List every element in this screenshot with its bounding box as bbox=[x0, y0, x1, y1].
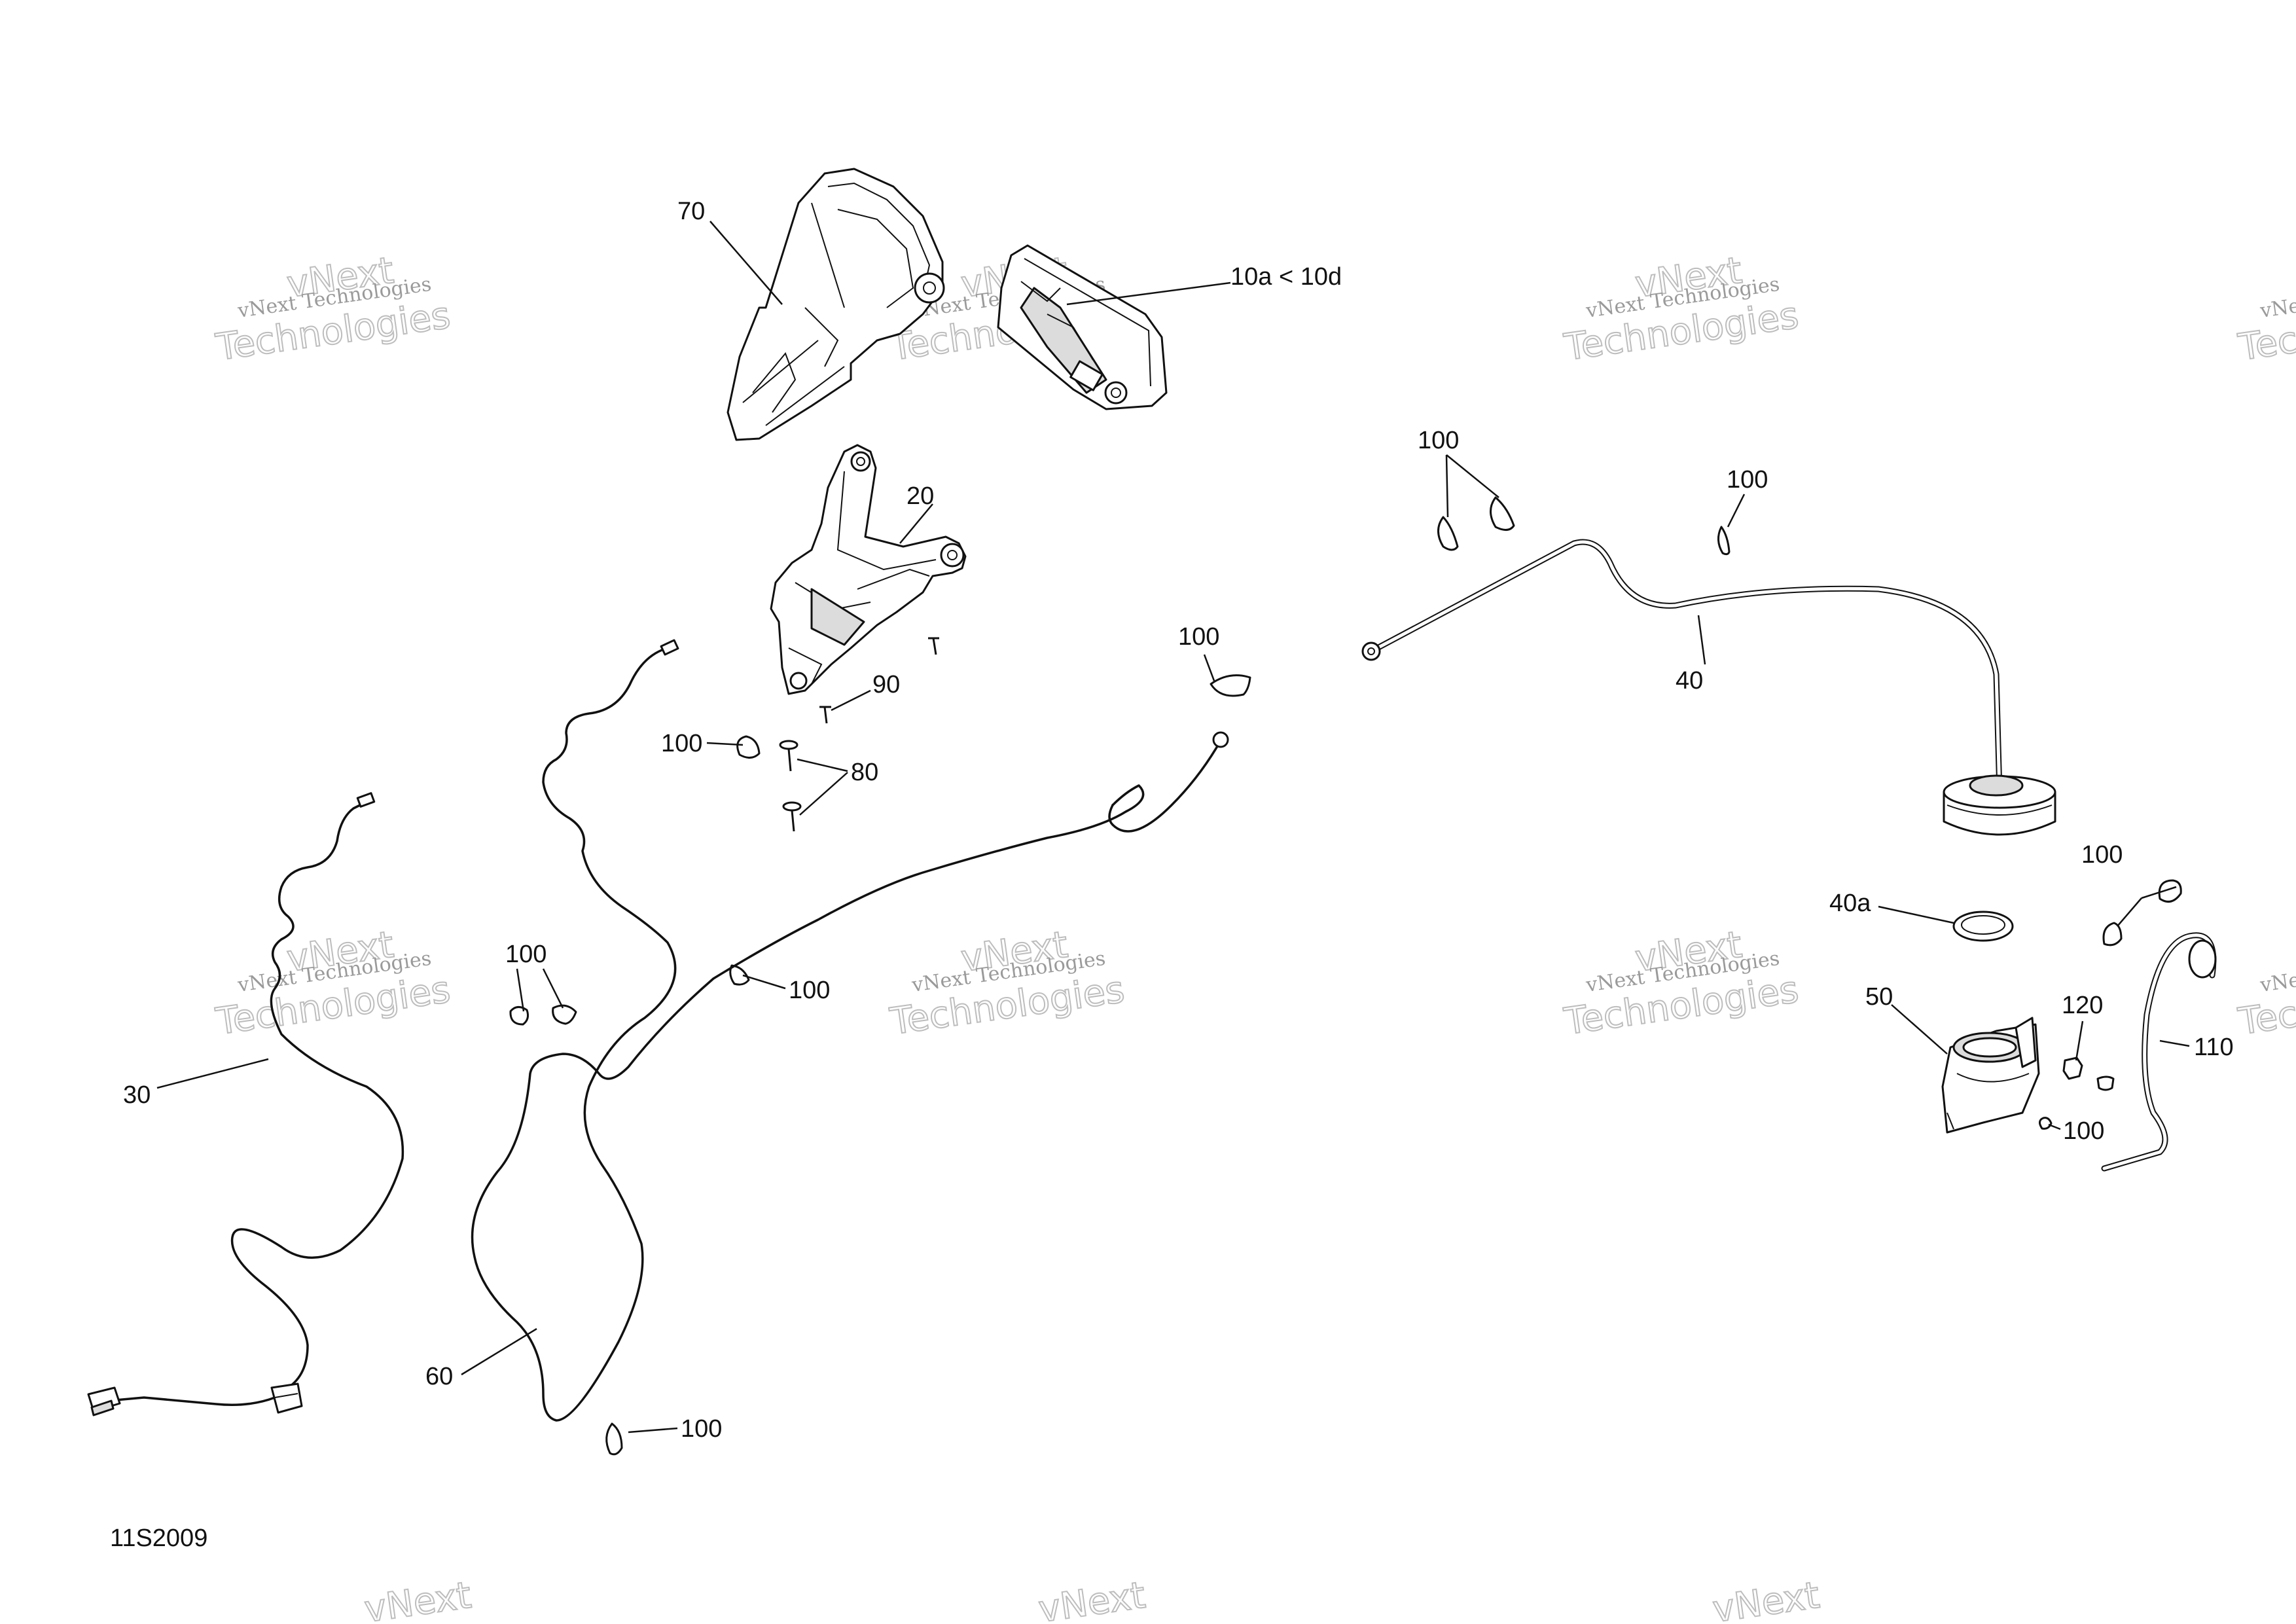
svg-text:vNext Technologies: vNext Technologies bbox=[2258, 947, 2296, 997]
callout-100: 100 bbox=[505, 941, 547, 968]
callout-100: 100 bbox=[1418, 427, 1459, 454]
part-110-hose bbox=[2101, 932, 2217, 1172]
callout-10a-10d: 10a < 10d bbox=[1230, 263, 1342, 291]
callout-70: 70 bbox=[677, 198, 705, 225]
callout-40a: 40a bbox=[1829, 890, 1871, 917]
watermark: Technologies vNext vNext Technologies bbox=[2235, 947, 2296, 1044]
callout-100: 100 bbox=[1178, 623, 1219, 651]
callout-20: 20 bbox=[906, 482, 934, 510]
part-20-bracket bbox=[770, 444, 967, 695]
part-60-harness bbox=[471, 639, 1229, 1422]
svg-text:vNext Technologies: vNext Technologies bbox=[2258, 273, 2296, 323]
callout-50: 50 bbox=[1865, 983, 1893, 1011]
callout-100: 100 bbox=[681, 1415, 722, 1443]
callout-40: 40 bbox=[1676, 667, 1703, 695]
callout-60: 60 bbox=[425, 1363, 453, 1390]
callout-100: 100 bbox=[661, 730, 702, 757]
callout-30: 30 bbox=[123, 1081, 151, 1109]
watermark: Technologies vNext vNext Technologies bbox=[1561, 249, 1802, 370]
clip-100 bbox=[736, 735, 761, 759]
callout-90: 90 bbox=[872, 671, 900, 698]
clip-100 bbox=[729, 964, 750, 986]
figure-code: 11S2009 bbox=[110, 1525, 207, 1552]
clip-100 bbox=[2039, 1117, 2053, 1130]
watermark: vNext bbox=[361, 1574, 475, 1624]
leader-lines bbox=[156, 221, 2190, 1434]
callout-80: 80 bbox=[851, 759, 878, 786]
part-80-screw bbox=[779, 740, 802, 832]
part-40-cable bbox=[1361, 539, 2056, 836]
callout-100: 100 bbox=[1727, 466, 1768, 494]
clip-100 bbox=[2102, 879, 2182, 947]
part-40a-seal bbox=[1952, 911, 2014, 942]
clip-100 bbox=[1210, 674, 1251, 697]
watermark: Technologies vNext vNext Technologies bbox=[1561, 923, 1802, 1044]
callout-120: 120 bbox=[2062, 992, 2103, 1019]
part-10-module bbox=[997, 244, 1168, 410]
callout-100: 100 bbox=[2063, 1117, 2104, 1145]
clip-100 bbox=[1717, 526, 1731, 556]
part-30-harness bbox=[87, 792, 404, 1416]
svg-text:vNext: vNext bbox=[1710, 1574, 1822, 1624]
part-90-screw bbox=[819, 637, 939, 724]
part-70-cover bbox=[726, 168, 945, 441]
watermark: vNext bbox=[1710, 1574, 1823, 1624]
clip-100 bbox=[605, 1422, 623, 1456]
callout-110: 110 bbox=[2194, 1034, 2234, 1061]
callout-labels: 70 10a < 10d 20 90 100 80 100 100 100 10… bbox=[123, 198, 2234, 1443]
watermark: Technologies vNext vNext Technologies bbox=[2235, 273, 2296, 370]
callout-100: 100 bbox=[2081, 841, 2123, 869]
callout-100: 100 bbox=[789, 977, 830, 1004]
watermark: Technologies vNext vNext Technologies bbox=[213, 923, 454, 1044]
part-120-nut bbox=[2062, 1056, 2115, 1091]
clip-100 bbox=[509, 1004, 577, 1026]
svg-text:vNext: vNext bbox=[1036, 1574, 1148, 1624]
watermark: vNext bbox=[1035, 1574, 1149, 1624]
watermark: Technologies vNext vNext Technologies bbox=[213, 249, 454, 370]
clip-100 bbox=[1437, 496, 1515, 551]
svg-text:vNext: vNext bbox=[362, 1574, 474, 1624]
watermark: Technologies vNext vNext Technologies bbox=[887, 923, 1128, 1044]
part-50-housing bbox=[1941, 1017, 2040, 1134]
